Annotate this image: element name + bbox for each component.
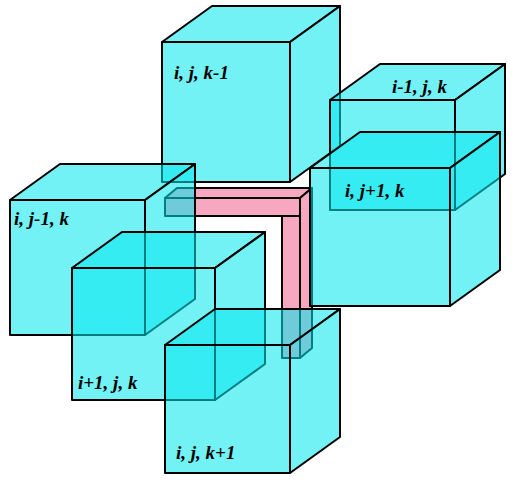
grid-cell-cube: i, j+1, k <box>310 168 450 306</box>
cell-index-label: i, j-1, k <box>14 208 69 230</box>
cell-index-label: i-1, j, k <box>392 76 447 98</box>
cell-index-label: i, j+1, k <box>345 180 404 202</box>
cell-index-label: i+1, j, k <box>78 372 137 394</box>
grid-cell-cube: i, j, k-1 <box>162 42 290 182</box>
cell-index-label: i, j, k+1 <box>176 442 235 464</box>
grid-cell-cube: i, j, k+1 <box>165 345 290 473</box>
cell-index-label: i, j, k-1 <box>174 62 229 84</box>
